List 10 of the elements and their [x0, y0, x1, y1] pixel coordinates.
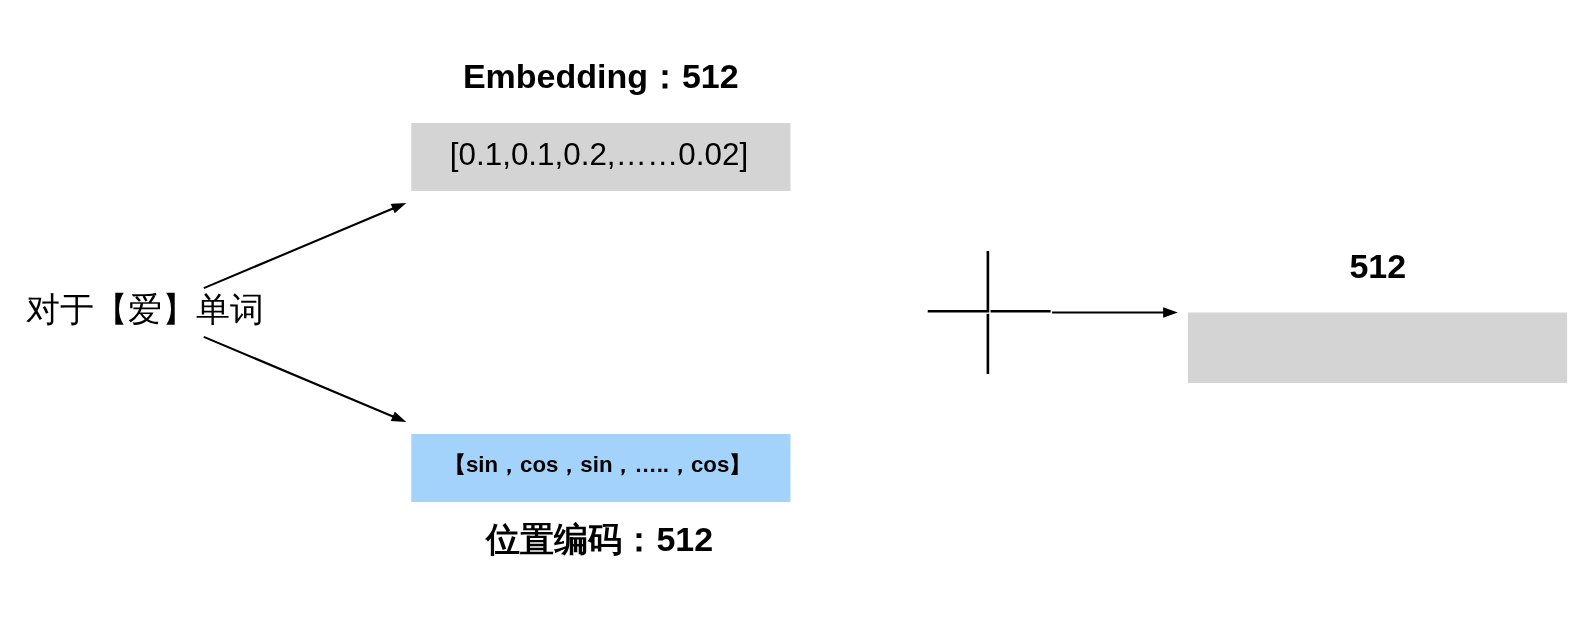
- node-box: 【sin，cos，sin，…..，cos】: [411, 433, 791, 502]
- node-label: 位置编码：512: [486, 519, 714, 558]
- arrow: [203, 335, 407, 422]
- node-text: 对于【爱】单词: [25, 290, 264, 328]
- node-box: [0.1,0.1,0.2,……0.02]: [411, 122, 791, 191]
- arrow: [203, 202, 407, 289]
- node-label: 512: [1349, 246, 1407, 285]
- node-box: [1187, 312, 1568, 383]
- node-label: Embedding：512: [462, 56, 739, 95]
- arrow: [1052, 306, 1178, 318]
